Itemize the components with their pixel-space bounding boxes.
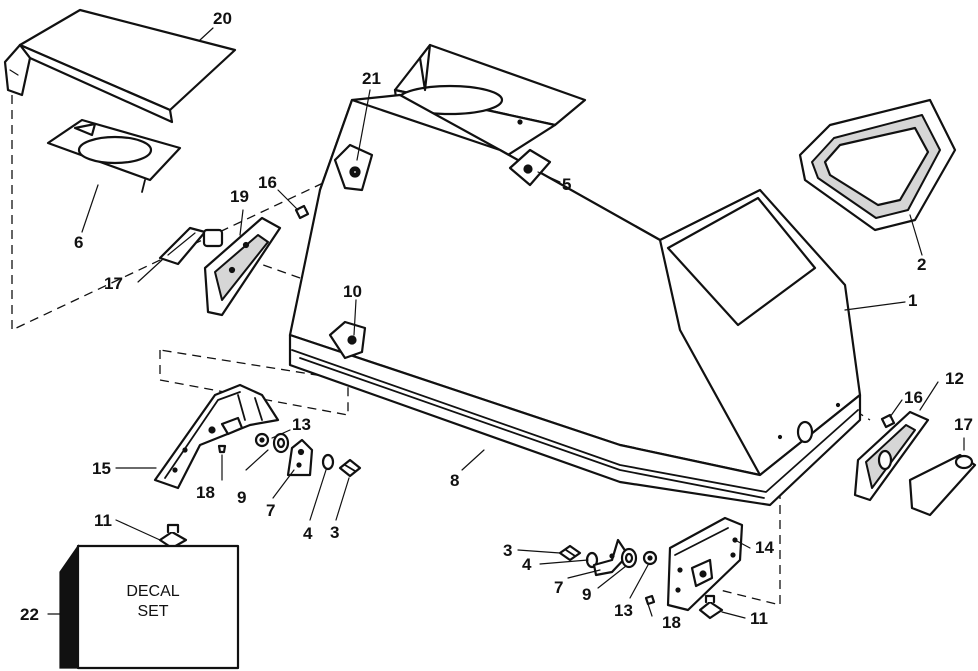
callout-18-left: 18 xyxy=(196,483,215,502)
part-15-latch-bracket xyxy=(153,383,280,490)
leader-lines xyxy=(47,27,965,619)
callout-6: 6 xyxy=(74,233,83,252)
part-6-gasket-frame xyxy=(46,118,182,193)
callout-11-right: 11 xyxy=(750,609,768,628)
part-16-stud-lower xyxy=(880,413,896,429)
callout-17-left: 17 xyxy=(104,274,123,293)
callout-5: 5 xyxy=(562,175,571,194)
callout-12: 12 xyxy=(945,369,964,388)
decal-label-line1: DECAL xyxy=(126,583,179,600)
part-17-grommet-left xyxy=(158,226,224,266)
part-21-screw-bracket xyxy=(333,143,374,192)
part-10-bracket xyxy=(328,320,367,360)
part-17-grommet-right xyxy=(908,453,977,517)
part-12-gasket-right xyxy=(853,410,930,502)
callout-2: 2 xyxy=(917,255,926,274)
callout-13-left: 13 xyxy=(292,415,311,434)
callout-15: 15 xyxy=(92,459,111,478)
callout-9-right: 9 xyxy=(582,585,591,604)
part-2-window-gasket xyxy=(798,98,957,232)
callout-3-left: 3 xyxy=(330,523,339,542)
callout-13-right: 13 xyxy=(614,601,633,620)
callout-9-left: 9 xyxy=(237,488,246,507)
decal-label-line2: SET xyxy=(137,603,168,620)
callout-10: 10 xyxy=(343,282,362,301)
callout-7-left: 7 xyxy=(266,501,275,520)
callout-8: 8 xyxy=(450,471,459,490)
part-22-decal-set-box: DECAL SET xyxy=(59,544,240,670)
callout-17-right: 17 xyxy=(954,415,973,434)
callout-3-right: 3 xyxy=(503,541,512,560)
part-20-top-cover xyxy=(3,8,237,124)
callout-14: 14 xyxy=(755,538,774,557)
part-1-motor-cover xyxy=(288,43,862,507)
callout-11-left: 11 xyxy=(94,511,112,530)
callout-20: 20 xyxy=(213,9,232,28)
part-16-stud-upper xyxy=(294,204,310,220)
part-19-gasket-plate xyxy=(203,216,282,317)
part-14-latch-bracket xyxy=(666,516,744,612)
callout-4-right: 4 xyxy=(522,555,532,574)
callout-21: 21 xyxy=(362,69,381,88)
callout-1: 1 xyxy=(908,291,917,310)
callout-4-left: 4 xyxy=(303,524,313,543)
callout-22: 22 xyxy=(20,605,39,624)
callout-labels: 20 21 5 2 1 6 16 19 17 10 13 15 18 9 7 4… xyxy=(20,9,973,632)
callout-7-right: 7 xyxy=(554,578,563,597)
callout-19: 19 xyxy=(230,187,249,206)
callout-16-upper: 16 xyxy=(258,173,277,192)
right-hardware-set xyxy=(558,538,724,620)
part-5-bracket xyxy=(508,148,552,187)
callout-16-lower: 16 xyxy=(904,388,923,407)
callout-18-right: 18 xyxy=(662,613,681,632)
